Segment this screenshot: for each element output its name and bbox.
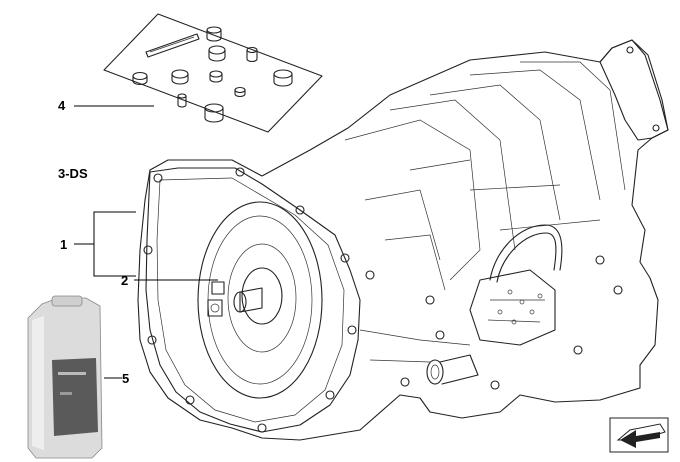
oil-bottle[interactable]	[27, 295, 103, 459]
callout-1: 1	[60, 237, 67, 252]
transmission-assembly[interactable]	[137, 39, 669, 441]
bottle-label	[52, 358, 98, 436]
arrow-down-left-icon[interactable]	[609, 417, 669, 453]
valve-body	[469, 224, 563, 346]
callout-4: 4	[58, 98, 66, 113]
callout-2: 2	[121, 273, 128, 288]
connector-plug	[426, 354, 479, 385]
seal-kit-card[interactable]	[103, 13, 323, 133]
torque-converter[interactable]	[197, 201, 323, 399]
callout-5: 5	[122, 371, 129, 386]
plug-part	[132, 26, 293, 123]
leader-lines	[74, 105, 218, 379]
group-label: 3-DS	[58, 166, 88, 181]
